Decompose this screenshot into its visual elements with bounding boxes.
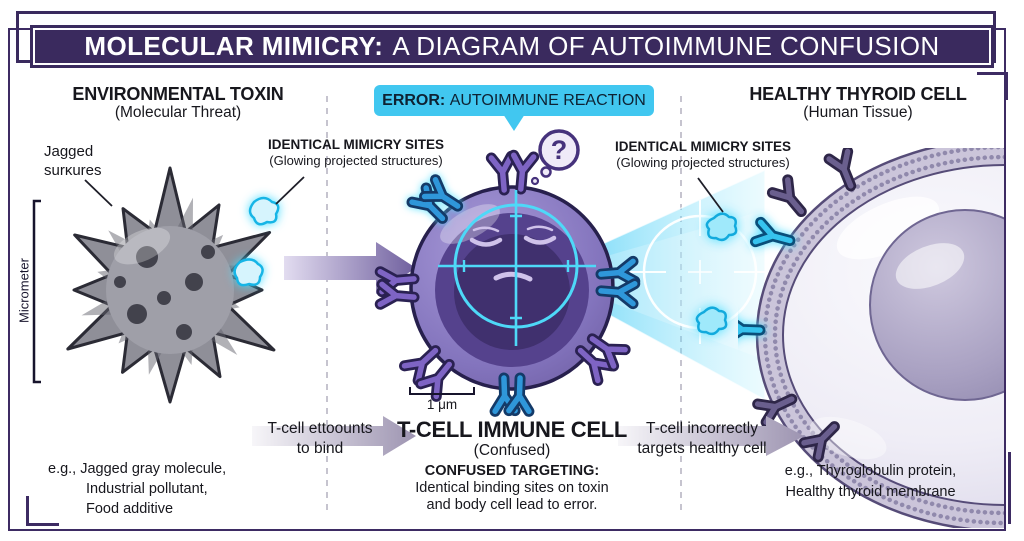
incorrect-target-line2: targets healthy cell [637,440,767,457]
incorrect-target-arrow-icon [618,416,804,456]
tcell-note-line: Identical binding sites on toxin [415,480,609,496]
t-cell-body [409,185,615,391]
t-cell-illustration: ? [380,129,635,412]
corner-accent-bottom-right-v [1008,452,1011,524]
incorrect-target-line1: T-cell incorrectly [646,420,758,437]
toxin-example-line: Industrial pollutant, [86,481,208,497]
mimicry-label-left-subtitle: (Glowing projected structures) [269,153,443,168]
thyroid-example-line: e.g., Thyroglobulin protein, [784,463,957,479]
confused-face [469,225,557,282]
targeting-reticle [438,190,596,346]
toxin-surface-callout-line1: Jagged [44,143,94,160]
bind-attempt-arrow-icon [252,416,416,456]
mimicry-label-left-title: IDENTICAL MIMICRY SITES [267,137,444,152]
toxin-highlight [113,227,171,265]
tcell-note-line: and body cell lead to error. [426,497,598,513]
mimicry-label-right: IDENTICAL MIMICRY SITES (Glowing project… [603,138,803,171]
scale-bar-label: 1 μm [426,397,458,412]
thyroid-heading: HEALTHY THYROID CELL [749,84,967,104]
toxin-example-line: e.g., Jagged gray molecule, [48,461,227,477]
thyroid-subheading: (Human Tissue) [803,104,913,121]
toxin-surface-blobs [114,245,215,340]
healthy-cell-illustration [738,148,1004,528]
micrometer-axis-label: Micrometer [16,258,32,324]
toxin-to-tcell-arrow-icon [284,242,416,294]
error-banner-lead: ERROR: [382,91,446,109]
projected-mimicry-structures [695,212,738,336]
toxin-subheading: (Molecular Threat) [114,104,242,121]
bind-attempt-line2: to bind [296,440,344,457]
toxin-mimicry-glow-sites [233,196,280,287]
thyroid-example-line: Healthy thyroid membrane [785,484,956,500]
incorrect-target-arrow-label: T-cell incorrectly targets healthy cell [618,419,786,459]
question-mark: ? [551,135,568,165]
title-rest: A DIAGRAM OF AUTOIMMUNE CONFUSION [392,31,940,61]
cytoplasm-highlight [836,196,940,260]
error-banner-rest: AUTOIMMUNE REACTION [449,91,646,109]
bind-attempt-line1: T-cell ettoounts [267,420,373,437]
title-bar: MOLECULAR MIMICRY: A DIAGRAM OF AUTOIMMUN… [30,25,994,68]
toxin-examples: e.g., Jagged gray molecule, Industrial p… [48,459,288,519]
error-banner-pointer [503,114,525,131]
bind-attempt-arrow-label: T-cell ettoounts to bind [248,419,392,459]
mimicry-label-right-title: IDENTICAL MIMICRY SITES [614,139,791,154]
tcell-heading: T-CELL IMMUNE CELL [396,417,628,442]
toxin-surface-callout-line2: surĸures [44,162,102,179]
error-banner: ERROR: AUTOIMMUNE REACTION [374,85,654,116]
corner-accent-bottom-left [26,496,59,526]
mimicry-label-left: IDENTICAL MIMICRY SITES (Glowing project… [256,136,456,169]
toxin-surface-callout: Jagged surĸures [44,142,154,180]
question-thought-bubble: ? [530,129,580,186]
toxin-molecule-illustration [66,166,280,404]
toxin-example-line: Food additive [86,501,174,517]
mimicry-label-right-subtitle: (Glowing projected structures) [616,155,790,170]
corner-accent-top-right [977,72,1008,100]
title-lead: MOLECULAR MIMICRY: [84,31,384,61]
cell-nucleus [869,209,1004,401]
thyroid-examples: e.g., Thyroglobulin protein, Healthy thy… [758,461,983,503]
tcell-note: CONFUSED TARGETING: Identical binding si… [382,463,642,514]
page-title: MOLECULAR MIMICRY: A DIAGRAM OF AUTOIMMUN… [84,31,939,62]
tcell-subheading: (Confused) [473,442,551,459]
section-divider-left [326,96,328,516]
tcell-note-title: CONFUSED TARGETING: [424,463,600,479]
toxin-heading: ENVIRONMENTAL TOXIN [72,84,284,104]
